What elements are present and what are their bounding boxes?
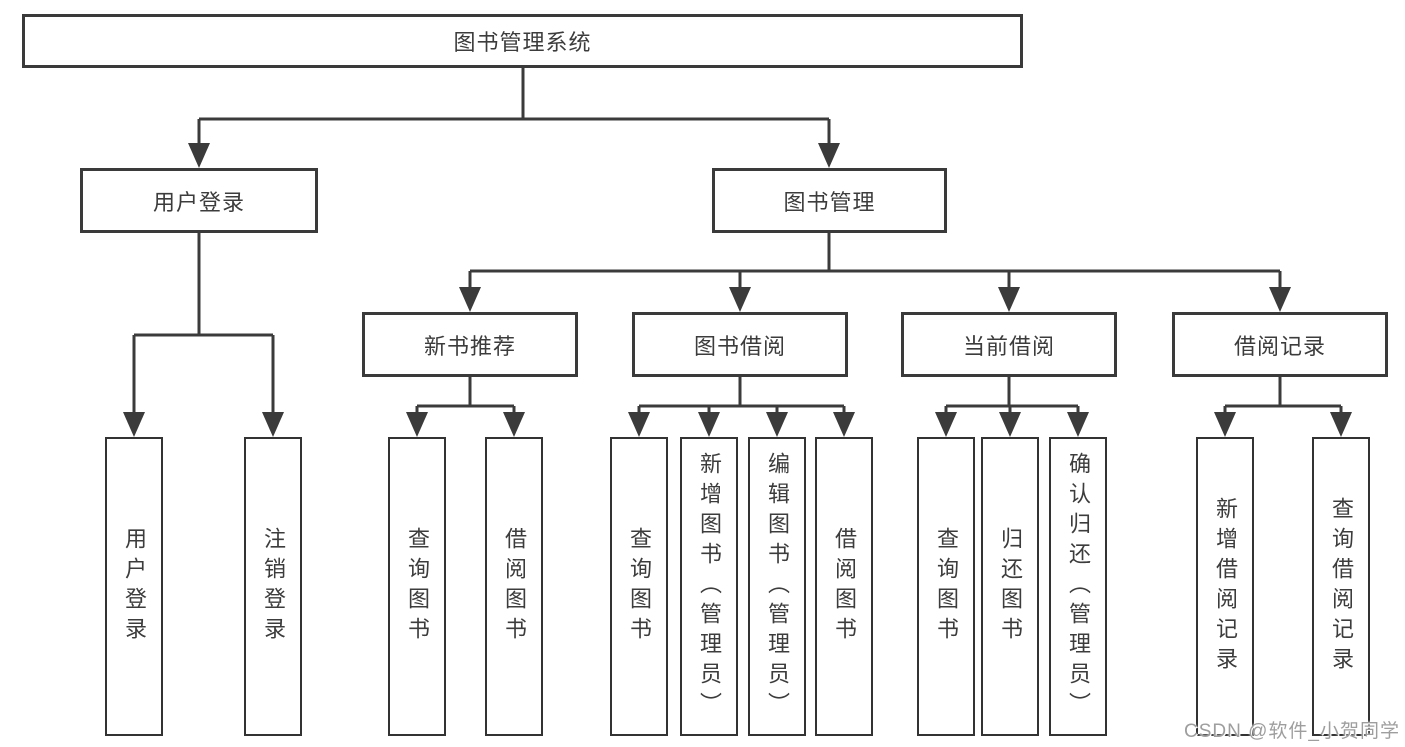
node-current-borrow: 当前借阅 xyxy=(901,312,1117,377)
leaf-query-borrow-record-label: 查询借阅记录 xyxy=(1329,496,1354,677)
leaf-edit-book-admin: 编辑图书（管理员） xyxy=(748,437,806,736)
leaf-borrow-book-recommend: 借阅图书 xyxy=(485,437,543,736)
node-borrow-records-label: 借阅记录 xyxy=(1233,333,1326,359)
leaf-logout: 注销登录 xyxy=(244,437,302,736)
leaf-query-book-current: 查询图书 xyxy=(917,437,975,736)
leaf-query-book-current-label: 查询图书 xyxy=(934,526,959,647)
leaf-confirm-return-admin: 确认归还（管理员） xyxy=(1049,437,1107,736)
node-root-library-management-system: 图书管理系统 xyxy=(22,14,1023,68)
leaf-add-borrow-record-label: 新增借阅记录 xyxy=(1213,496,1238,677)
leaf-add-book-admin: 新增图书（管理员） xyxy=(680,437,738,736)
node-book-borrow: 图书借阅 xyxy=(632,312,848,377)
leaf-return-book: 归还图书 xyxy=(981,437,1039,736)
leaf-confirm-return-admin-label: 确认归还（管理员） xyxy=(1066,451,1091,722)
leaf-edit-book-admin-label: 编辑图书（管理员） xyxy=(765,451,790,722)
leaf-add-borrow-record: 新增借阅记录 xyxy=(1196,437,1254,736)
leaf-borrow-book-label: 借阅图书 xyxy=(832,526,857,647)
leaf-borrow-book-recommend-label: 借阅图书 xyxy=(502,526,527,647)
leaf-query-book-recommend: 查询图书 xyxy=(388,437,446,736)
node-book-management-label: 图书管理 xyxy=(783,189,876,215)
node-new-book-recommend: 新书推荐 xyxy=(362,312,578,377)
arrowheads xyxy=(123,143,1352,437)
tree-edges xyxy=(132,68,1343,415)
node-user-login-label: 用户登录 xyxy=(152,189,245,215)
leaf-return-book-label: 归还图书 xyxy=(998,526,1023,647)
node-root-label: 图书管理系统 xyxy=(453,30,592,55)
leaf-user-login: 用户登录 xyxy=(105,437,163,736)
node-current-borrow-label: 当前借阅 xyxy=(962,333,1055,359)
leaf-query-book-borrow: 查询图书 xyxy=(610,437,668,736)
leaf-query-book-recommend-label: 查询图书 xyxy=(405,526,430,647)
leaf-logout-label: 注销登录 xyxy=(261,526,286,647)
leaf-query-book-borrow-label: 查询图书 xyxy=(627,526,652,647)
csdn-watermark: CSDN @软件_小贺同学 xyxy=(1184,721,1400,742)
leaf-borrow-book: 借阅图书 xyxy=(815,437,873,736)
node-new-book-recommend-label: 新书推荐 xyxy=(423,333,516,359)
node-book-management: 图书管理 xyxy=(712,168,947,233)
leaf-add-book-admin-label: 新增图书（管理员） xyxy=(697,451,722,722)
leaf-user-login-label: 用户登录 xyxy=(122,526,147,647)
node-book-borrow-label: 图书借阅 xyxy=(693,333,786,359)
node-user-login: 用户登录 xyxy=(80,168,318,233)
node-borrow-records: 借阅记录 xyxy=(1172,312,1388,377)
leaf-query-borrow-record: 查询借阅记录 xyxy=(1312,437,1370,736)
